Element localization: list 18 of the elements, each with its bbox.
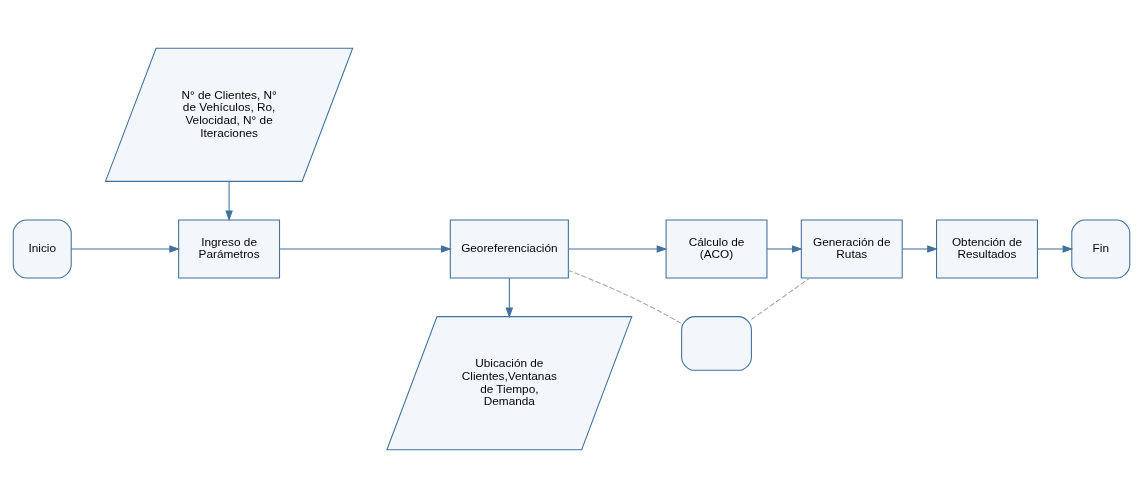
arrow xyxy=(279,245,452,253)
node-box: Inicio xyxy=(12,219,72,279)
arrow xyxy=(901,245,938,253)
node-box: Fin xyxy=(1071,219,1131,279)
arrow xyxy=(1037,245,1074,253)
connector xyxy=(567,269,682,324)
node-box: Generación de Rutas xyxy=(800,219,903,279)
arrow xyxy=(505,277,514,319)
arrow xyxy=(568,245,668,253)
node-box: Cálculo de (ACO) xyxy=(665,219,768,279)
node-box: Georeferenciación xyxy=(449,219,569,279)
node-box xyxy=(681,316,752,371)
connector xyxy=(751,277,811,320)
arrow xyxy=(70,245,181,253)
arrow xyxy=(766,245,803,253)
node-box: Ingreso de Parámetros xyxy=(178,219,281,279)
arrow xyxy=(225,181,233,222)
node-box: Obtención de Resultados xyxy=(936,219,1038,279)
